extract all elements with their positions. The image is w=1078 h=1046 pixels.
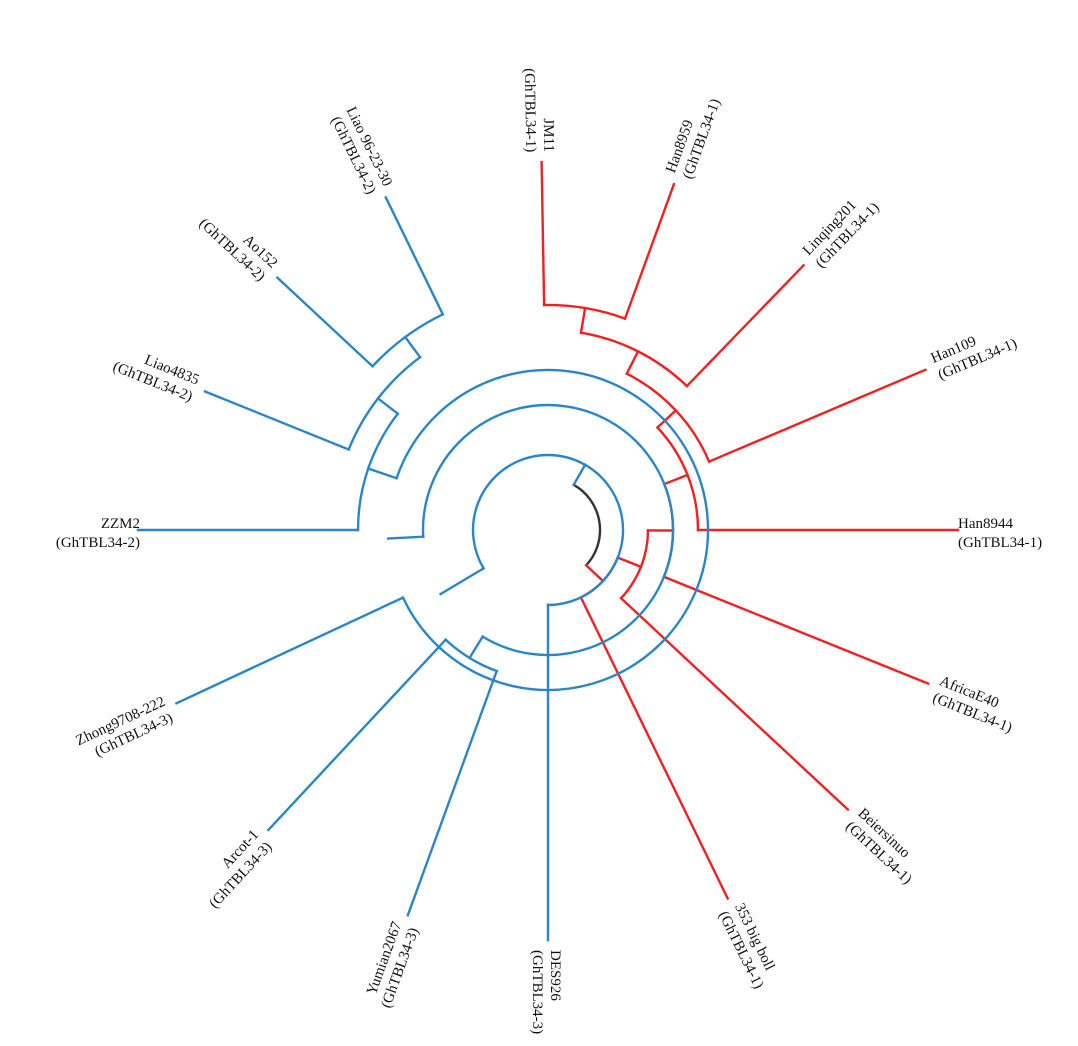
branch-t14 (203, 389, 351, 452)
arc-b2 (421, 403, 675, 657)
taxon-label: Beiersinuo(GhTBL34-1) (842, 805, 914, 887)
arc-b4 (395, 368, 710, 692)
taxon-label: DES926(GhTBL34-3) (529, 950, 563, 1034)
taxon-name: ZZM2 (101, 516, 140, 532)
arc-root (572, 483, 602, 567)
taxon-label: Han8959(GhTBL34-1) (663, 97, 724, 182)
arc-blue_clade (471, 453, 625, 607)
branch-t11 (266, 638, 448, 832)
branch-r2 (616, 556, 643, 569)
branch-t6 (662, 575, 930, 686)
arc-b5 (356, 412, 400, 532)
taxon-label: Yumian2067(GhTBL34-3) (364, 919, 422, 1010)
branch-t10 (406, 669, 499, 917)
branch-b2 (438, 566, 486, 596)
branch-t15 (275, 276, 375, 368)
taxon-label: Zhong9708-222(GhTBL34-3) (73, 694, 175, 760)
branch-t1 (540, 160, 546, 307)
branch-t12 (174, 596, 405, 705)
arc-r6 (579, 331, 689, 388)
branch-r6 (625, 349, 640, 376)
branch-blue_clade (572, 463, 587, 487)
arc-r4 (655, 425, 700, 532)
taxon-name: Han8944 (958, 516, 1013, 532)
branch-t16 (384, 195, 445, 316)
branch-red_clade (584, 563, 605, 583)
taxon-label: JM11(GhTBL34-1) (521, 68, 557, 152)
branch-t3 (685, 263, 806, 388)
taxon-name: JM11 (540, 118, 557, 152)
taxon-label: Liao4835(GhTBL34-2) (111, 352, 202, 405)
taxon-label: Han109(GhTBL34-1) (929, 334, 1020, 384)
taxon-group: (GhTBL34-1) (521, 68, 538, 152)
taxon-label: Han8944 (GhTBL34-1) (958, 516, 1042, 551)
branch-b5 (366, 466, 399, 480)
branch-t7 (619, 596, 850, 812)
branch-t8 (579, 595, 730, 901)
taxon-label: Liao 96-23-30(GhTBL34-2) (327, 104, 394, 196)
arc-r5 (625, 372, 711, 464)
taxon-group: (GhTBL34-3) (529, 950, 545, 1034)
taxon-group: (GhTBL34-2) (56, 535, 140, 551)
taxon-label: AfricaE40(GhTBL34-1) (930, 673, 1014, 736)
arc-b7 (370, 312, 445, 368)
arc-b6 (347, 355, 422, 452)
arc-r2 (619, 529, 650, 600)
tree-branches (136, 160, 960, 942)
arc-r7 (542, 303, 627, 321)
branch-b3 (467, 634, 485, 660)
branch-r7 (579, 306, 587, 335)
taxon-group: (GhTBL34-1) (958, 535, 1042, 551)
branch-r5 (655, 408, 678, 430)
branch-b6 (376, 396, 400, 416)
branch-b4 (386, 535, 425, 540)
taxon-label: Ao152(GhTBL34-2) (196, 216, 281, 285)
branch-t4 (707, 368, 927, 464)
taxon-label: 353 big boll(GhTBL34-1) (715, 901, 777, 992)
taxon-label: Linqing201(GhTBL34-1) (800, 197, 883, 271)
taxon-name: DES926 (547, 950, 563, 1001)
arc-b3 (444, 638, 499, 673)
branch-r4 (662, 473, 690, 486)
branch-b7 (403, 335, 422, 359)
taxon-label: ZZM2 (GhTBL34-2) (56, 516, 140, 551)
taxon-label: Arcot-1(GhTBL34-3) (206, 827, 275, 912)
branch-t2 (623, 182, 676, 321)
